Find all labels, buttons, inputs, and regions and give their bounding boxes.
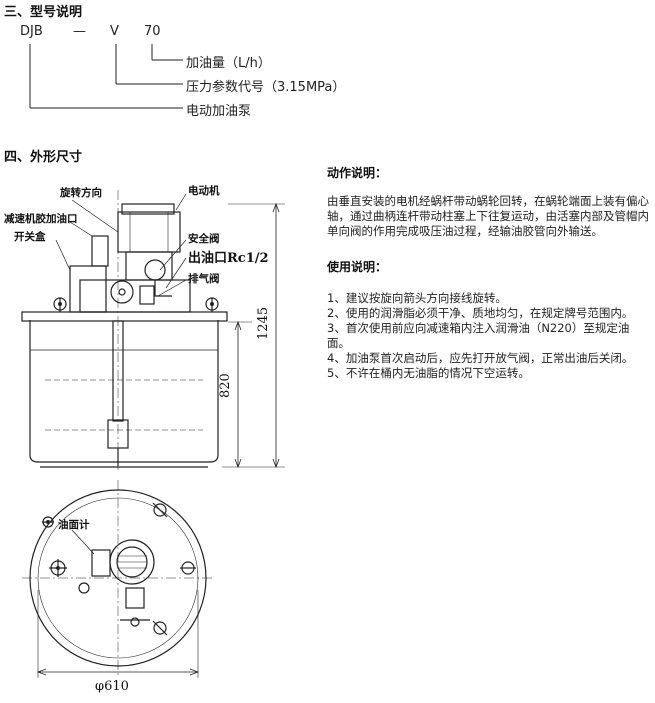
usage-item: 3、首次使用前应向减速箱内注入润滑油（N220）至规定油面。 <box>327 321 630 350</box>
label-rotation: 旋转方向 <box>59 186 102 199</box>
legend-pump: 电动加油泵 <box>186 104 252 119</box>
usage-item: 4、加油泵首次启动后，应先打开放气阀，正常出油后关闭。 <box>327 351 634 365</box>
model-code-djb: DJB <box>20 24 43 39</box>
pump-outline-drawing: 旋转方向 电动机 减速机胶加油口 开关盒 安全阀 出油口Rc1/2 排气阀 油面… <box>4 184 285 694</box>
model-section-heading: 三、型号说明 <box>4 5 83 20</box>
label-reducer-oil-inlet: 减速机胶加油口 <box>4 212 78 225</box>
label-switch-box: 开关盒 <box>14 230 46 243</box>
label-motor: 电动机 <box>188 184 220 197</box>
label-safety-valve: 安全阀 <box>188 232 220 245</box>
action-title: 动作说明： <box>327 166 388 180</box>
legend-pressure: 压力参数代号（3.15MPa） <box>186 80 346 95</box>
usage-item: 5、不许在桶内无油脂的情况下空运转。 <box>327 366 530 380</box>
model-code-dash: — <box>73 24 86 39</box>
shape-section-heading: 四、外形尺寸 <box>4 150 83 165</box>
label-oil-gauge: 油面计 <box>58 518 90 531</box>
usage-title: 使用说明： <box>327 260 388 274</box>
model-code-v: V <box>110 24 119 39</box>
usage-item: 1、建议按旋向箭头方向接线旋转。 <box>327 291 507 305</box>
usage-item: 2、使用的润滑脂必须干净、质地均匀，在规定牌号范围内。 <box>327 306 634 320</box>
action-text: 由垂直安装的电机经蜗杆带动蜗轮回转，在蜗轮端面上装有偏心轴，通过曲柄连杆带动柱塞… <box>327 194 649 238</box>
dim-total-height: 1245 <box>256 307 271 340</box>
dim-diameter: φ610 <box>95 679 129 694</box>
legend-flow: 加油量（L/h） <box>186 56 271 71</box>
label-outlet: 出油口Rc1/2 <box>188 250 269 266</box>
model-code-70: 70 <box>144 24 161 39</box>
dim-barrel-height: 820 <box>218 373 233 398</box>
label-vent-valve: 排气阀 <box>188 272 220 285</box>
usage-list: 1、建议按旋向箭头方向接线旋转。 2、使用的润滑脂必须干净、质地均匀，在规定牌号… <box>327 291 651 381</box>
model-code-leader-lines <box>29 44 183 109</box>
